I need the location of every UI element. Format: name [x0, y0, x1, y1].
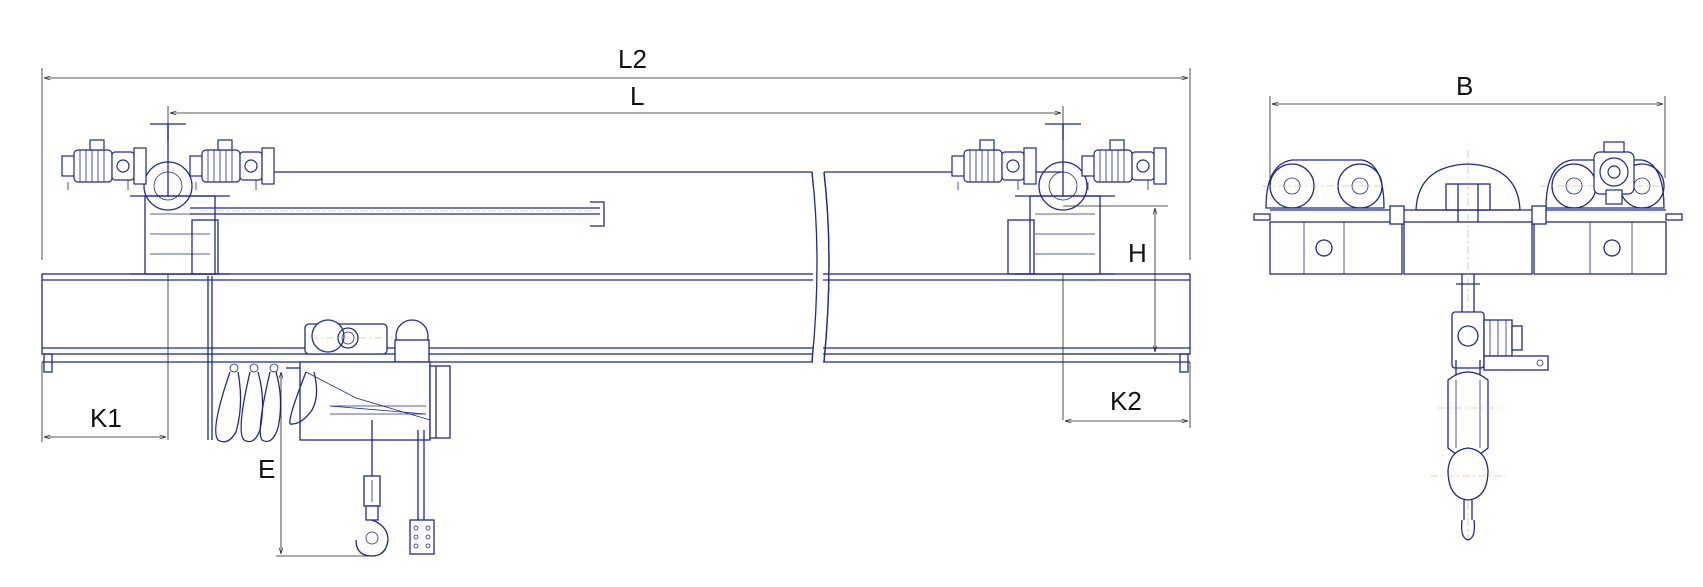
- dimension-e: E: [258, 372, 372, 557]
- dimension-l2: L2: [41, 44, 1191, 260]
- hoist-trolley: [207, 276, 451, 557]
- main-view: L2 L: [41, 44, 1191, 557]
- dimension-h: H: [1063, 205, 1168, 355]
- runway-left: [130, 123, 605, 275]
- label-k1: K1: [90, 403, 122, 433]
- side-hoist: [1430, 311, 1549, 541]
- motor-right-outer: [951, 139, 1037, 191]
- label-h: H: [1128, 238, 1147, 268]
- dimension-b: B: [1269, 71, 1666, 178]
- girder-section: [1403, 150, 1533, 540]
- dimension-k2: K2: [1065, 362, 1191, 428]
- runway-right: [1007, 123, 1115, 275]
- label-l2: L2: [618, 44, 647, 74]
- motor-left-outer: [61, 139, 147, 191]
- label-e: E: [258, 454, 275, 484]
- dimension-k1: K1: [41, 362, 166, 442]
- label-l: L: [630, 81, 644, 111]
- side-view: B: [1253, 71, 1683, 541]
- label-b: B: [1456, 71, 1473, 101]
- motor-right-inner: [1081, 139, 1167, 191]
- end-carriage-right: [1531, 141, 1683, 275]
- label-k2: K2: [1110, 386, 1142, 416]
- main-girder: [41, 170, 1191, 373]
- end-carriage-left: [1253, 159, 1405, 275]
- motor-left-inner: [189, 139, 275, 191]
